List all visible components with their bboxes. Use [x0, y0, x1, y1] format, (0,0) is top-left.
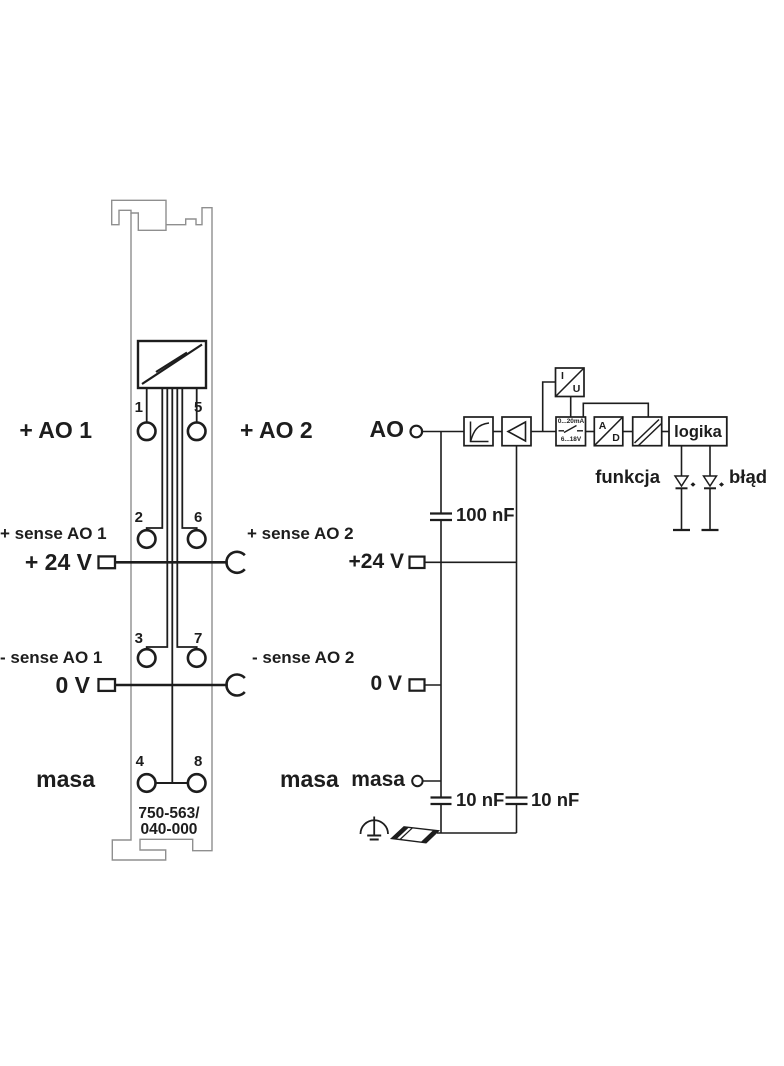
isolation-block [631, 416, 663, 447]
ad-block-letter-d: D [612, 431, 620, 444]
pin-7-contact [186, 647, 207, 669]
masa-terminal-circle [411, 774, 424, 788]
led-light-arrow-icon [719, 482, 724, 487]
label-masa-left: masa [36, 766, 95, 792]
iu-block-letter-u: U [572, 382, 581, 395]
label-cap-10nf-right: 10 nF [531, 789, 580, 810]
pin-number-8: 8 [194, 753, 203, 770]
ad-block-letter-a: A [598, 419, 607, 432]
ao-terminal-circle [409, 424, 424, 439]
part-number-line1: 750-563/ [138, 805, 200, 822]
schematic-terminal-square-24v [408, 555, 426, 570]
label-led-function: funkcja [595, 466, 660, 487]
label-minus-sense-ao2: - sense AO 2 [252, 648, 355, 667]
led-error [701, 446, 724, 532]
capacitor-100nf [430, 512, 452, 522]
led-light-arrow-icon [690, 482, 696, 487]
label-plus-sense-ao1: + sense AO 1 [0, 524, 107, 543]
label-ao: AO [369, 416, 405, 442]
pin-number-2: 2 [134, 509, 143, 526]
switch-lever [563, 424, 577, 434]
range-block-bottom-label: 6...18V [560, 435, 582, 443]
label-minus-sense-ao1: - sense AO 1 [0, 648, 103, 667]
power-jumper-contact-icon [225, 673, 246, 697]
label-logika: logika [674, 423, 722, 441]
label-module-plus-24v: + 24 V [24, 549, 92, 575]
range-block-top-label: 0...20mA [557, 418, 585, 425]
capacitor-10nf-right [505, 796, 528, 806]
module-body-profile [111, 207, 213, 861]
pin-2-contact [136, 528, 157, 550]
limiter-block [463, 416, 494, 447]
power-jumper-contact-icon [225, 550, 246, 575]
label-cap-10nf-left: 10 nF [456, 789, 505, 810]
ad-converter-block [593, 416, 624, 447]
iu-block-letter-i: I [561, 370, 564, 382]
capacitor-10nf-left [430, 796, 452, 806]
label-led-error: błąd [729, 466, 768, 487]
label-schematic-masa: masa [351, 768, 405, 791]
dac-converter-box [136, 339, 208, 390]
pin-number-5: 5 [194, 399, 203, 416]
led-icon [702, 475, 718, 488]
module-internal-wires [145, 388, 198, 784]
left-triangle-icon [506, 420, 527, 443]
part-number-line2: 040-000 [140, 820, 198, 838]
pin-number-4: 4 [135, 753, 144, 770]
module-top-profile [111, 199, 167, 231]
pin-5-contact [186, 421, 207, 442]
pin-4-contact [136, 772, 157, 794]
power-rail-24v [97, 550, 246, 575]
iu-converter-block [554, 367, 585, 398]
amplifier-block [501, 416, 532, 447]
pin-contacts [136, 421, 207, 794]
earth-ground-icon [359, 816, 389, 841]
label-masa-right: masa [280, 766, 339, 792]
pin-number-3: 3 [134, 630, 143, 647]
pin-6-contact [186, 528, 207, 550]
range-switch-block [555, 416, 587, 447]
schematic-wires [422, 381, 669, 834]
terminal-square-0v [97, 677, 117, 693]
label-schematic-plus-24v: +24 V [348, 550, 404, 573]
pin-number-6: 6 [194, 509, 203, 526]
led-icon [673, 475, 690, 488]
label-plus-ao1: + AO 1 [19, 417, 92, 443]
label-plus-sense-ao2: + sense AO 2 [247, 524, 354, 543]
led-function [673, 446, 696, 532]
label-cap-100nf: 100 nF [456, 504, 515, 525]
logic-block-box [668, 416, 728, 447]
module-outline [111, 199, 213, 861]
pin-number-1: 1 [134, 399, 143, 416]
pin-3-contact [136, 647, 157, 669]
pin-number-7: 7 [194, 630, 203, 647]
schematic-terminal-square-0v [408, 678, 426, 692]
label-module-zero-v: 0 V [55, 672, 90, 698]
pin-8-contact [186, 772, 207, 794]
label-schematic-zero-v: 0 V [370, 672, 402, 695]
pin-1-contact [136, 421, 157, 442]
din-rail-icon [389, 826, 441, 844]
terminal-square-24v [97, 555, 117, 570]
power-rail-0v [97, 673, 246, 697]
label-plus-ao2: + AO 2 [240, 417, 313, 443]
